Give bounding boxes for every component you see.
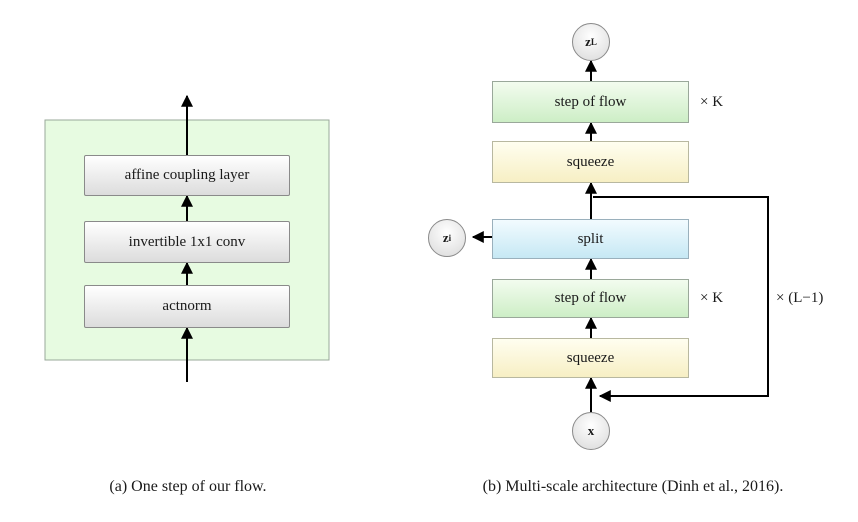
mid-step-of-flow-box: step of flow: [492, 279, 689, 318]
caption-panel-a: (a) One step of our flow.: [109, 478, 267, 495]
side-node-sub: i: [448, 233, 452, 243]
top-step-of-flow-box: step of flow: [492, 81, 689, 123]
side-node-base: z: [442, 230, 449, 245]
repeat-k-label-mid: × K: [700, 289, 724, 306]
output-node-base: z: [585, 34, 591, 49]
invertible-conv-box: invertible 1x1 conv: [84, 221, 290, 263]
repeat-k-label-top: × K: [700, 93, 724, 110]
top-squeeze-box: squeeze: [492, 141, 689, 183]
affine-coupling-layer-box: affine coupling layer: [84, 155, 290, 196]
repeat-loop-label: × (L−1): [776, 289, 824, 306]
input-node-x: x: [572, 412, 610, 450]
caption-panel-b: (b) Multi-scale architecture (Dinh et al…: [482, 478, 784, 495]
actnorm-box: actnorm: [84, 285, 290, 328]
loop-line: [593, 196, 769, 402]
output-node-sub: L: [590, 37, 597, 47]
bottom-squeeze-box: squeeze: [492, 338, 689, 378]
split-box: split: [492, 219, 689, 259]
